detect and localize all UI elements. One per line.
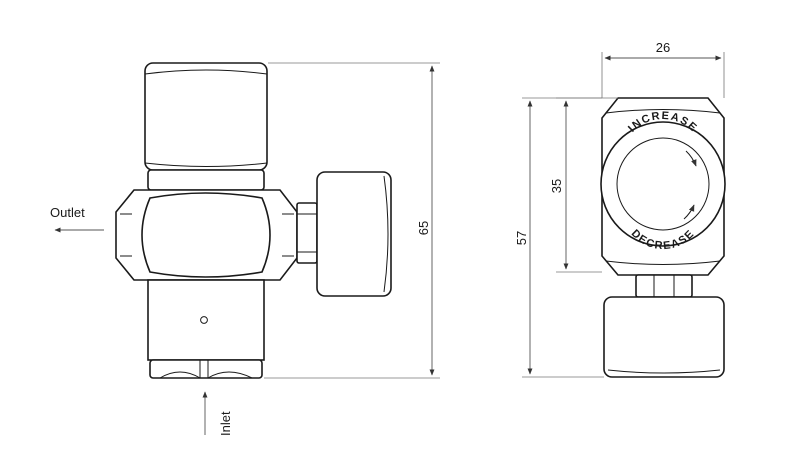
lower-body bbox=[147, 279, 265, 361]
side-gauge bbox=[296, 171, 392, 297]
front-stem bbox=[635, 274, 693, 298]
dimension-57: 57 bbox=[514, 97, 618, 378]
dimension-26: 26 bbox=[601, 40, 725, 98]
top-knob bbox=[144, 62, 268, 171]
increase-arrow-icon bbox=[685, 150, 697, 167]
dimension-65-label: 65 bbox=[416, 221, 431, 235]
inlet-label: Inlet bbox=[218, 411, 233, 436]
dimension-35-label: 35 bbox=[549, 179, 564, 193]
hex-body bbox=[115, 189, 298, 281]
side-view: Outlet Inlet 65 bbox=[50, 62, 440, 436]
front-view: INCREASE DECREASE 26 bbox=[514, 40, 726, 378]
dimension-26-label: 26 bbox=[656, 40, 670, 55]
knob-collar bbox=[147, 169, 265, 191]
decrease-arrow-icon bbox=[683, 204, 695, 220]
dimension-57-label: 57 bbox=[514, 231, 529, 245]
dimension-65: 65 bbox=[264, 62, 440, 379]
inlet-fitting bbox=[149, 359, 263, 379]
front-gauge bbox=[603, 296, 725, 378]
dimension-35: 35 bbox=[549, 97, 602, 273]
outlet-label: Outlet bbox=[50, 205, 85, 220]
